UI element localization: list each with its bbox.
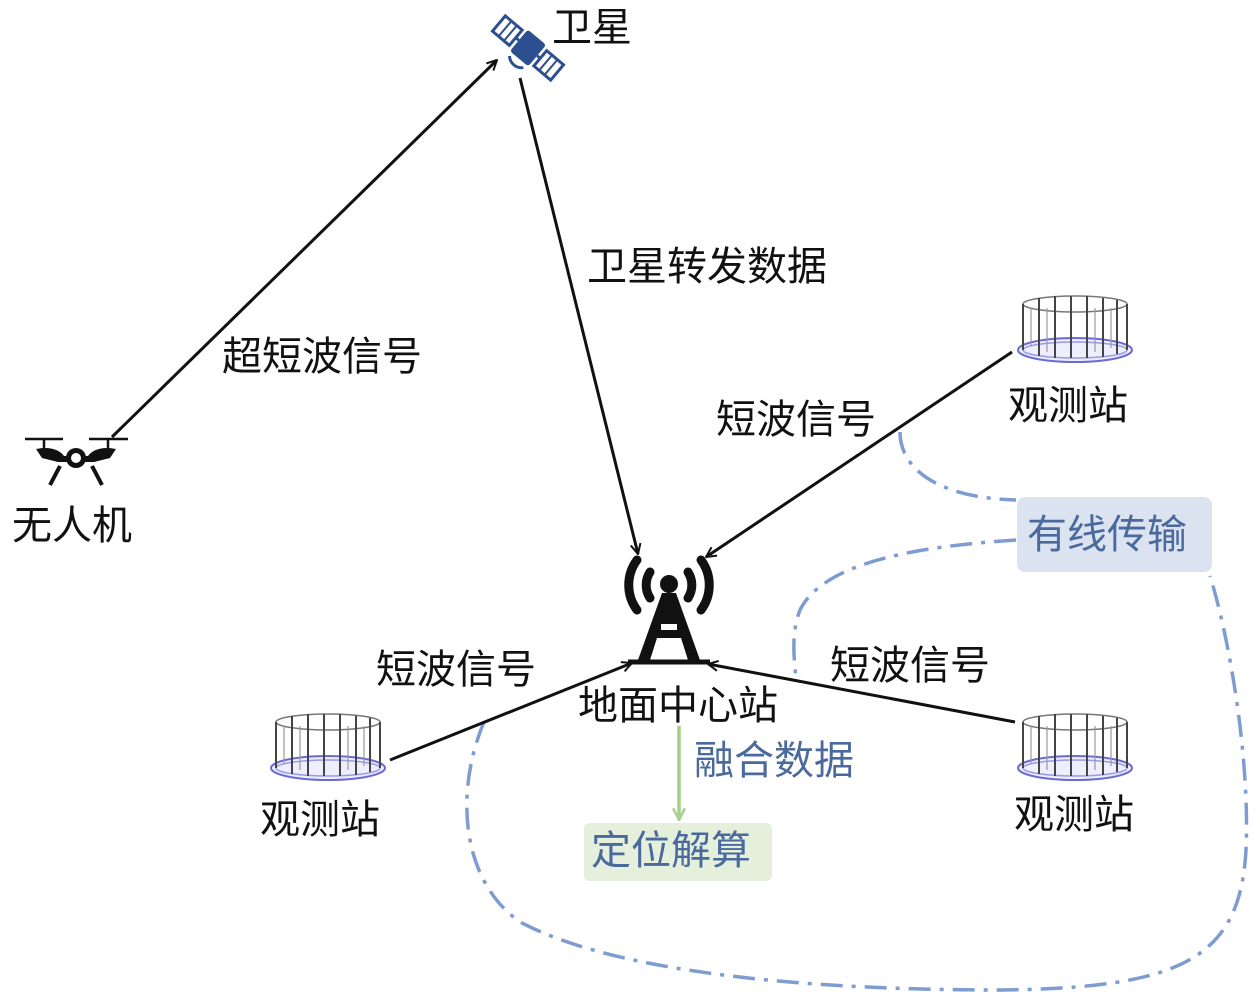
ground-center-label: 地面中心站 bbox=[578, 683, 778, 729]
signal-arrows bbox=[110, 60, 1016, 762]
satellite-label: 卫星 bbox=[552, 5, 632, 51]
observation-station-icon-bottom-right bbox=[1017, 713, 1133, 781]
wired-link-middle bbox=[792, 538, 1017, 681]
radio-tower-icon bbox=[624, 555, 714, 665]
edge-label-fusion: 融合数据 bbox=[694, 738, 854, 784]
station-bottom-left-label: 观测站 bbox=[260, 797, 380, 843]
satellite-icon bbox=[490, 13, 566, 83]
wired-link-outer bbox=[465, 575, 1249, 992]
observation-station-icon-bottom-left bbox=[270, 713, 386, 781]
arrow-satellite-to-center bbox=[518, 77, 638, 554]
solver-label: 定位解算 bbox=[591, 828, 751, 874]
drone-label: 无人机 bbox=[12, 503, 132, 549]
edge-label-station-bl: 短波信号 bbox=[376, 647, 536, 693]
solver-box bbox=[584, 823, 772, 881]
edge-label-station-br: 短波信号 bbox=[830, 643, 990, 689]
wired-transmission-box bbox=[1017, 497, 1212, 572]
station-bottom-right-label: 观测站 bbox=[1014, 792, 1134, 838]
edge-label-drone-satellite: 超短波信号 bbox=[222, 334, 422, 380]
edge-label-station-tr: 短波信号 bbox=[716, 397, 876, 443]
edge-label-satellite-center: 卫星转发数据 bbox=[587, 244, 827, 290]
observation-station-icon-top-right bbox=[1017, 295, 1133, 363]
arrow-drone-to-satellite bbox=[110, 60, 497, 439]
station-top-right-label: 观测站 bbox=[1008, 383, 1128, 429]
arrow-station-tr-to-center bbox=[706, 350, 1013, 559]
arrow-station-bl-to-center bbox=[389, 663, 632, 762]
wired-links bbox=[465, 431, 1249, 992]
wired-link-top bbox=[898, 431, 1017, 502]
arrow-station-br-to-center bbox=[708, 664, 1016, 724]
wired-transmission-label: 有线传输 bbox=[1027, 512, 1187, 558]
drone-icon bbox=[25, 437, 128, 486]
